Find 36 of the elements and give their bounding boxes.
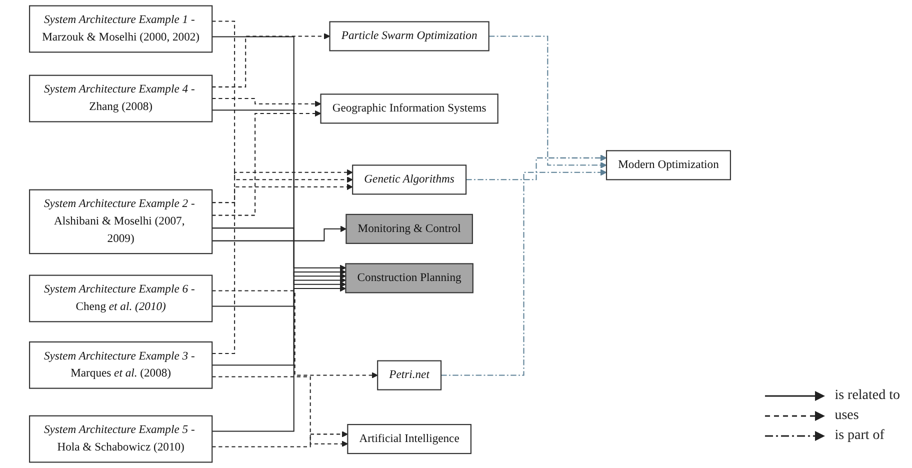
arrow	[212, 110, 346, 280]
arrow	[212, 285, 346, 432]
node-box: Artificial Intelligence	[347, 424, 472, 454]
arrow	[212, 268, 346, 366]
arrow	[488, 36, 607, 168]
arrow	[212, 98, 322, 108]
arrow	[212, 169, 353, 354]
node-box: System Architecture Example 4 - Zhang (2008)	[29, 74, 213, 122]
node-box: Genetic Algorithms	[352, 164, 467, 195]
arrow	[212, 226, 346, 242]
arrow	[441, 169, 607, 376]
node-box: Monitoring & Control	[346, 214, 473, 244]
node-box: Geographic Information Systems	[320, 94, 498, 124]
arrow	[212, 376, 348, 448]
arrow	[212, 36, 346, 272]
arrow	[212, 110, 322, 216]
arrow	[466, 154, 607, 180]
node-box: System Architecture Example 2 - Alshibani & Moselhi (2007, 2009)	[29, 189, 213, 254]
node-box: Particle Swarm Optimization	[329, 21, 490, 52]
node-box: System Architecture Example 5 - Hola & Schabowicz (2010)	[29, 415, 213, 463]
arrow	[212, 290, 378, 378]
node-box: Modern Optimization	[606, 150, 731, 180]
arrow	[212, 228, 346, 288]
legend-label: uses	[834, 408, 859, 424]
legend-label: is part of	[834, 428, 884, 444]
arrow	[212, 277, 346, 307]
node-box: Petri.net	[377, 360, 442, 390]
node-box: System Architecture Example 6 - Cheng et al. (2010)	[29, 274, 213, 322]
node-box: System Architecture Example 3 - Marques et al. (2008)	[29, 341, 213, 389]
node-box: Construction Planning	[345, 263, 474, 294]
arrow	[212, 33, 330, 88]
arrow	[212, 20, 353, 183]
arrow	[212, 184, 353, 204]
legend-label: is related to	[834, 388, 900, 404]
arrow	[212, 431, 348, 448]
node-box: System Architecture Example 1 - Marzouk & Moselhi (2000, 2002)	[29, 5, 213, 53]
